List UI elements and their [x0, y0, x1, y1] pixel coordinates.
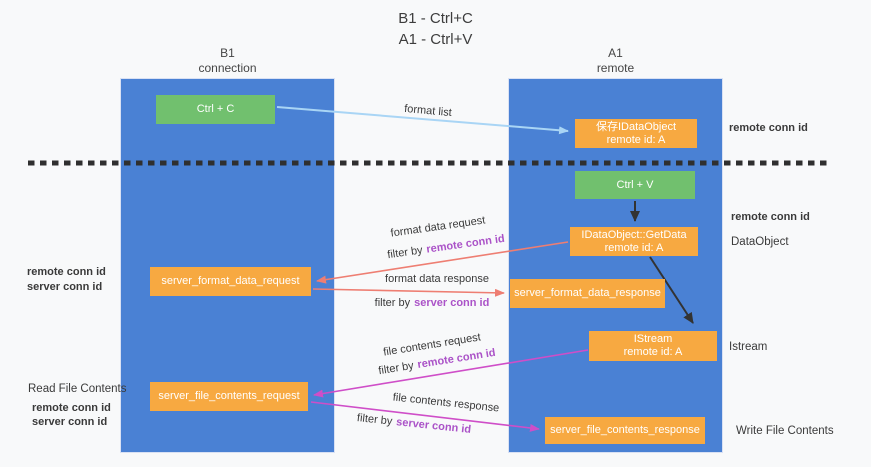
server-conn-id-key: server conn id — [395, 416, 472, 436]
idataobject-getdata-box: IDataObject::GetData remote id: A — [570, 227, 698, 256]
right-remote-conn-id-mid-label: remote conn id — [731, 211, 810, 223]
ctrl-v-box: Ctrl + V — [575, 171, 695, 199]
save-idataobject-box: 保存IDataObject remote id: A — [575, 119, 697, 148]
write-file-contents-label: Write File Contents — [736, 425, 834, 437]
title-line-b1: B1 - Ctrl+C — [398, 10, 473, 27]
right-remote-conn-id-top-label: remote conn id — [729, 122, 808, 134]
server-format-data-request-label: server_format_data_request — [161, 275, 300, 287]
server-file-contents-response-box: server_file_contents_response — [545, 417, 705, 444]
filter-by-text: filter by — [377, 359, 415, 378]
save-idataobject-line2: remote id: A — [606, 133, 666, 146]
ctrl-c-box: Ctrl + C — [156, 95, 275, 124]
left-server-conn-id-top-label: server conn id — [27, 281, 103, 293]
format-data-response-label: format data response — [385, 273, 489, 285]
format-list-label: format list — [403, 102, 453, 120]
filter-by-text: filter by — [374, 297, 411, 309]
title-line-a1: A1 - Ctrl+V — [398, 31, 473, 48]
lane-header-a1: A1 remote — [508, 46, 723, 76]
dataobject-label: DataObject — [731, 236, 789, 248]
ctrl-v-label: Ctrl + V — [616, 178, 654, 191]
remote-conn-id-key: remote conn id — [425, 232, 506, 256]
ctrl-c-label: Ctrl + C — [196, 103, 235, 115]
lane-header-b1: B1 connection — [120, 46, 335, 76]
read-file-contents-label: Read File Contents — [28, 383, 127, 395]
server-file-contents-response-label: server_file_contents_response — [550, 424, 700, 436]
istream-box: IStream remote id: A — [589, 331, 717, 361]
left-remote-conn-id-bottom-label: remote conn id — [32, 402, 111, 414]
getdata-line2: remote id: A — [604, 241, 664, 254]
filter-by-text: filter by — [386, 244, 424, 262]
format-data-response-arrow — [312, 288, 505, 297]
lane-b1-subtitle: connection — [198, 61, 257, 75]
istream-line2: remote id: A — [623, 346, 683, 358]
diagram-title: B1 - Ctrl+C A1 - Ctrl+V — [0, 8, 871, 50]
format-data-request-label: format data request — [389, 214, 487, 240]
server-format-data-request-box: server_format_data_request — [150, 267, 311, 296]
server-format-data-response-box: server_format_data_response — [510, 279, 665, 308]
file-contents-response-label: file contents response — [392, 391, 500, 415]
server-format-data-response-label: server_format_data_response — [514, 287, 661, 299]
getdata-line1: IDataObject::GetData — [581, 228, 687, 241]
istream-line1: IStream — [633, 333, 673, 345]
istream-side-label: Istream — [729, 341, 768, 353]
filter-by-text: filter by — [356, 412, 393, 428]
server-file-contents-request-box: server_file_contents_request — [150, 382, 308, 411]
server-conn-id-key: server conn id — [414, 297, 490, 309]
lane-a1-name: A1 — [608, 46, 623, 60]
lane-a1-subtitle: remote — [596, 61, 635, 75]
left-server-conn-id-bottom-label: server conn id — [32, 416, 108, 428]
lane-b1-name: B1 — [220, 46, 235, 60]
left-remote-conn-id-top-label: remote conn id — [27, 266, 106, 278]
save-idataobject-line1: 保存IDataObject — [595, 120, 677, 133]
server-file-contents-request-label: server_file_contents_request — [158, 390, 300, 402]
